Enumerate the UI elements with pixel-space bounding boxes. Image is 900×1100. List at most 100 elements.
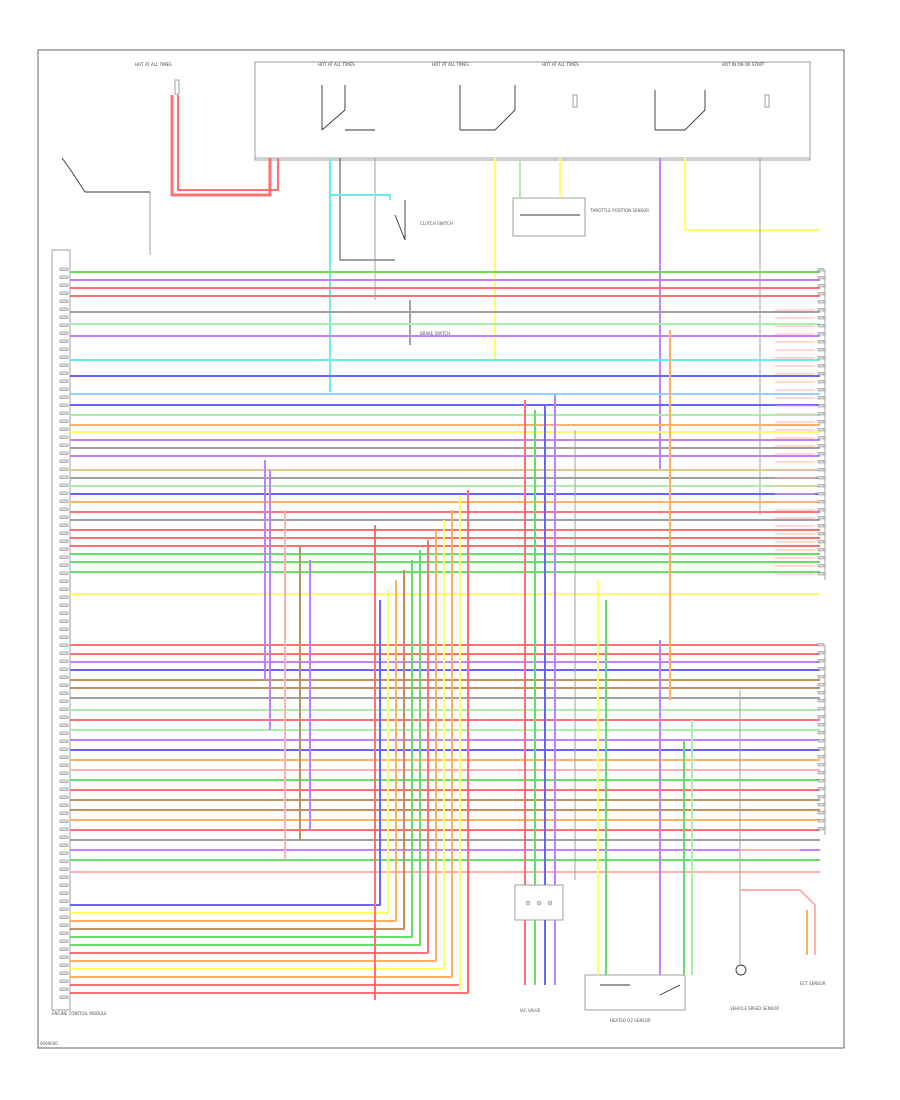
iac-valve: IAC VALVE	[514, 884, 564, 1013]
main-relay-symbol	[321, 85, 375, 131]
wire-128	[740, 889, 816, 955]
connector-pin	[817, 723, 825, 727]
ecm-pin	[59, 947, 69, 951]
wire-105	[70, 560, 413, 938]
connector-pin	[817, 348, 825, 352]
connector-pin	[817, 500, 825, 504]
ecm-pin	[59, 859, 69, 863]
ecm-pin	[59, 907, 69, 911]
ecm-pin	[59, 955, 69, 959]
ecm-pin	[59, 619, 69, 623]
ecm-pin	[59, 763, 69, 767]
ecm-pin	[59, 459, 69, 463]
svg-text:IAC VALVE: IAC VALVE	[520, 1008, 541, 1013]
ecm-pin	[59, 811, 69, 815]
ecm-pin	[59, 803, 69, 807]
throttle-position-sensor: THROTTLE POSITION SENSOR	[512, 197, 649, 237]
wire-107	[70, 540, 429, 954]
connector-pin	[817, 691, 825, 695]
ecm-pin	[59, 843, 69, 847]
ecm-pin	[59, 939, 69, 943]
connector-pin	[817, 372, 825, 376]
ecm-pin	[59, 851, 69, 855]
connector-pin	[817, 803, 825, 807]
ecm-pin	[59, 643, 69, 647]
ecm-pin	[59, 547, 69, 551]
ecm-pin	[59, 387, 69, 391]
ecm-pin	[59, 667, 69, 671]
connector-pin	[817, 564, 825, 568]
ecm-pin	[59, 627, 69, 631]
wire-5	[330, 194, 391, 200]
ecm-pin	[59, 523, 69, 527]
ecm-pin	[59, 659, 69, 663]
wire-106	[70, 550, 421, 946]
wire-0	[170, 95, 272, 197]
connector-pin	[817, 572, 825, 576]
connector-pin	[817, 380, 825, 384]
connector-pin	[817, 731, 825, 735]
ecm-pin	[59, 595, 69, 599]
ecm-pin	[59, 491, 69, 495]
wire-102	[70, 590, 389, 914]
svg-text:HEATED O2 SENSOR: HEATED O2 SENSOR	[610, 1018, 651, 1023]
ecm-pin	[59, 323, 69, 327]
ecm-pin	[59, 683, 69, 687]
ecm-box	[51, 249, 71, 1011]
ecm-pin	[59, 971, 69, 975]
connector-pin	[817, 508, 825, 512]
ecm-pin	[59, 603, 69, 607]
brake-switch: BRAKE SWITCH	[409, 300, 450, 345]
connector-pin	[817, 755, 825, 759]
ecm-pin	[59, 571, 69, 575]
ecm-pin	[59, 739, 69, 743]
ecm-pin	[59, 539, 69, 543]
ecm-pin	[59, 699, 69, 703]
connector-pin	[817, 476, 825, 480]
ecm-pin	[59, 483, 69, 487]
connector-pin	[817, 276, 825, 280]
ecm-pin	[59, 267, 69, 271]
connector-pin	[817, 356, 825, 360]
svg-text:BRAKE SWITCH: BRAKE SWITCH	[420, 331, 450, 336]
svg-text:VEHICLE SPEED SENSOR: VEHICLE SPEED SENSOR	[730, 1006, 779, 1011]
connector-pin	[817, 332, 825, 336]
connector-pin	[817, 428, 825, 432]
connector-pin	[817, 699, 825, 703]
connector-pin	[817, 787, 825, 791]
ecm-pin	[59, 531, 69, 535]
top-fuse-panel: HOT AT ALL TIMES HOT AT ALL TIMES HOT AT…	[135, 61, 811, 161]
header-3: HOT AT ALL TIMES	[432, 62, 469, 67]
connector-pin	[817, 771, 825, 775]
connector-pin	[817, 484, 825, 488]
connector-pin	[817, 739, 825, 743]
ecm-pin	[59, 515, 69, 519]
o2-sensor: HEATED O2 SENSOR	[584, 974, 686, 1023]
connector-pin	[817, 795, 825, 799]
ecm-pin	[59, 563, 69, 567]
connector-pin	[817, 683, 825, 687]
ecm-pin	[59, 923, 69, 927]
svg-text:CLUTCH SWITCH: CLUTCH SWITCH	[420, 221, 453, 226]
fuse-symbols	[174, 79, 770, 108]
wire-108	[70, 530, 437, 962]
ecm-pin	[59, 915, 69, 919]
ecm-pin	[59, 691, 69, 695]
clutch-switch: CLUTCH SWITCH	[394, 200, 453, 241]
connector-pin	[817, 643, 825, 647]
ecm-pin	[59, 827, 69, 831]
ecm-pin	[59, 403, 69, 407]
header-5: HOT IN ON OR START	[722, 62, 765, 67]
ecm-pin	[59, 419, 69, 423]
ecm-pin	[59, 771, 69, 775]
connector-pin	[817, 460, 825, 464]
ecm-pin	[59, 275, 69, 279]
wire-1	[177, 95, 279, 191]
ecm-pin	[59, 883, 69, 887]
page-ref: 0000000	[40, 1041, 58, 1046]
ecm-pin	[59, 715, 69, 719]
header-4: HOT AT ALL TIMES	[542, 62, 579, 67]
ecm-pin	[59, 299, 69, 303]
connector-pin	[817, 420, 825, 424]
connector-pin	[817, 412, 825, 416]
